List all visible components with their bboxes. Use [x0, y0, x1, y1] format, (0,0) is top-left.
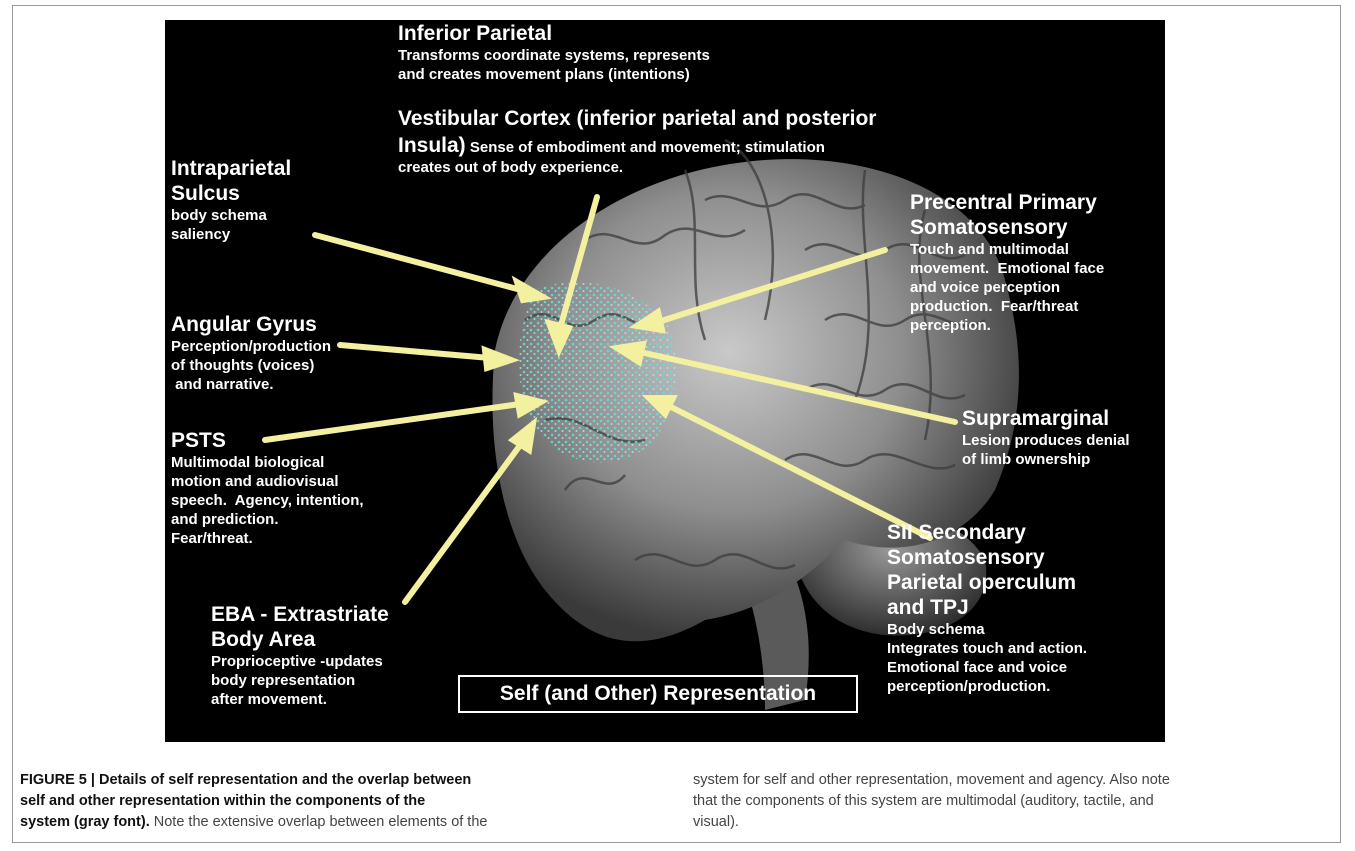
label-title: Insula)	[398, 134, 466, 157]
label-line: creates out of body experience.	[398, 158, 876, 177]
label-title: Somatosensory	[910, 215, 1104, 240]
label-line: Perception/production	[171, 337, 331, 356]
label-psts: PSTS Multimodal biological motion and au…	[171, 428, 364, 548]
label-line: after movement.	[211, 690, 389, 709]
label-line: Touch and multimodal	[910, 240, 1104, 259]
label-line: perception/production.	[887, 677, 1087, 696]
brain-figure: Inferior Parietal Transforms coordinate …	[165, 20, 1165, 742]
caption-text: system for self and other representation…	[693, 772, 1170, 788]
label-title: Vestibular Cortex (inferior parietal and…	[398, 106, 876, 131]
label-line: of limb ownership	[962, 450, 1130, 469]
arrow-intraparietal	[315, 235, 521, 290]
label-title: Inferior Parietal	[398, 21, 710, 46]
label-line: Lesion produces denial	[962, 431, 1130, 450]
label-line: of thoughts (voices)	[171, 356, 331, 375]
label-supramarginal: Supramarginal Lesion produces denial of …	[962, 406, 1130, 469]
label-line: Transforms coordinate systems, represent…	[398, 46, 710, 65]
label-line: and prediction.	[171, 510, 364, 529]
label-title: PSTS	[171, 428, 364, 453]
label-line: motion and audiovisual	[171, 472, 364, 491]
label-title: SII Secondary	[887, 520, 1087, 545]
label-vestibular: Vestibular Cortex (inferior parietal and…	[398, 106, 876, 177]
label-title: Sulcus	[171, 181, 291, 206]
label-line: Sense of embodiment and movement; stimul…	[466, 139, 825, 156]
label-title: Somatosensory	[887, 545, 1087, 570]
caption-bold-line: self and other representation within the…	[20, 793, 425, 809]
arrow-angular	[340, 345, 490, 358]
label-precentral: Precentral Primary Somatosensory Touch a…	[910, 190, 1104, 335]
label-line: body representation	[211, 671, 389, 690]
label-line: perception.	[910, 316, 1104, 335]
label-line: Fear/threat.	[171, 529, 364, 548]
caption-column-1: FIGURE 5 | Details of self representatio…	[20, 770, 660, 833]
caption-text: visual).	[693, 814, 739, 830]
caption-text: Note the extensive overlap between eleme…	[150, 814, 488, 830]
label-title: Parietal operculum	[887, 570, 1087, 595]
label-line: and voice perception	[910, 278, 1104, 297]
label-inferior-parietal: Inferior Parietal Transforms coordinate …	[398, 21, 710, 84]
label-line: and narrative.	[171, 375, 331, 394]
label-line: Integrates touch and action.	[887, 639, 1087, 658]
label-title: Angular Gyrus	[171, 312, 331, 337]
arrow-eba	[405, 444, 521, 602]
label-angular-gyrus: Angular Gyrus Perception/production of t…	[171, 312, 331, 394]
label-line: Multimodal biological	[171, 453, 364, 472]
label-line: production. Fear/threat	[910, 297, 1104, 316]
label-title: Body Area	[211, 627, 389, 652]
highlight-region	[519, 282, 676, 463]
label-sii: SII Secondary Somatosensory Parietal ope…	[887, 520, 1087, 696]
label-line: body schema	[171, 206, 291, 225]
label-line: Proprioceptive -updates	[211, 652, 389, 671]
label-eba: EBA - Extrastriate Body Area Propriocept…	[211, 602, 389, 709]
label-title: and TPJ	[887, 595, 1087, 620]
caption-bold-line: FIGURE 5 | Details of self representatio…	[20, 772, 471, 788]
caption-text: that the components of this system are m…	[693, 793, 1154, 809]
label-intraparietal: Intraparietal Sulcus body schema salienc…	[171, 156, 291, 244]
label-title: Supramarginal	[962, 406, 1130, 431]
label-line: saliency	[171, 225, 291, 244]
label-line: and creates movement plans (intentions)	[398, 65, 710, 84]
label-line: Emotional face and voice	[887, 658, 1087, 677]
self-representation-box: Self (and Other) Representation	[458, 675, 858, 713]
label-line: movement. Emotional face	[910, 259, 1104, 278]
label-title: Precentral Primary	[910, 190, 1104, 215]
label-line: speech. Agency, intention,	[171, 491, 364, 510]
label-title: EBA - Extrastriate	[211, 602, 389, 627]
label-title: Intraparietal	[171, 156, 291, 181]
caption-column-2: system for self and other representation…	[693, 770, 1333, 833]
caption-bold-line: system (gray font).	[20, 814, 150, 830]
label-line: Body schema	[887, 620, 1087, 639]
